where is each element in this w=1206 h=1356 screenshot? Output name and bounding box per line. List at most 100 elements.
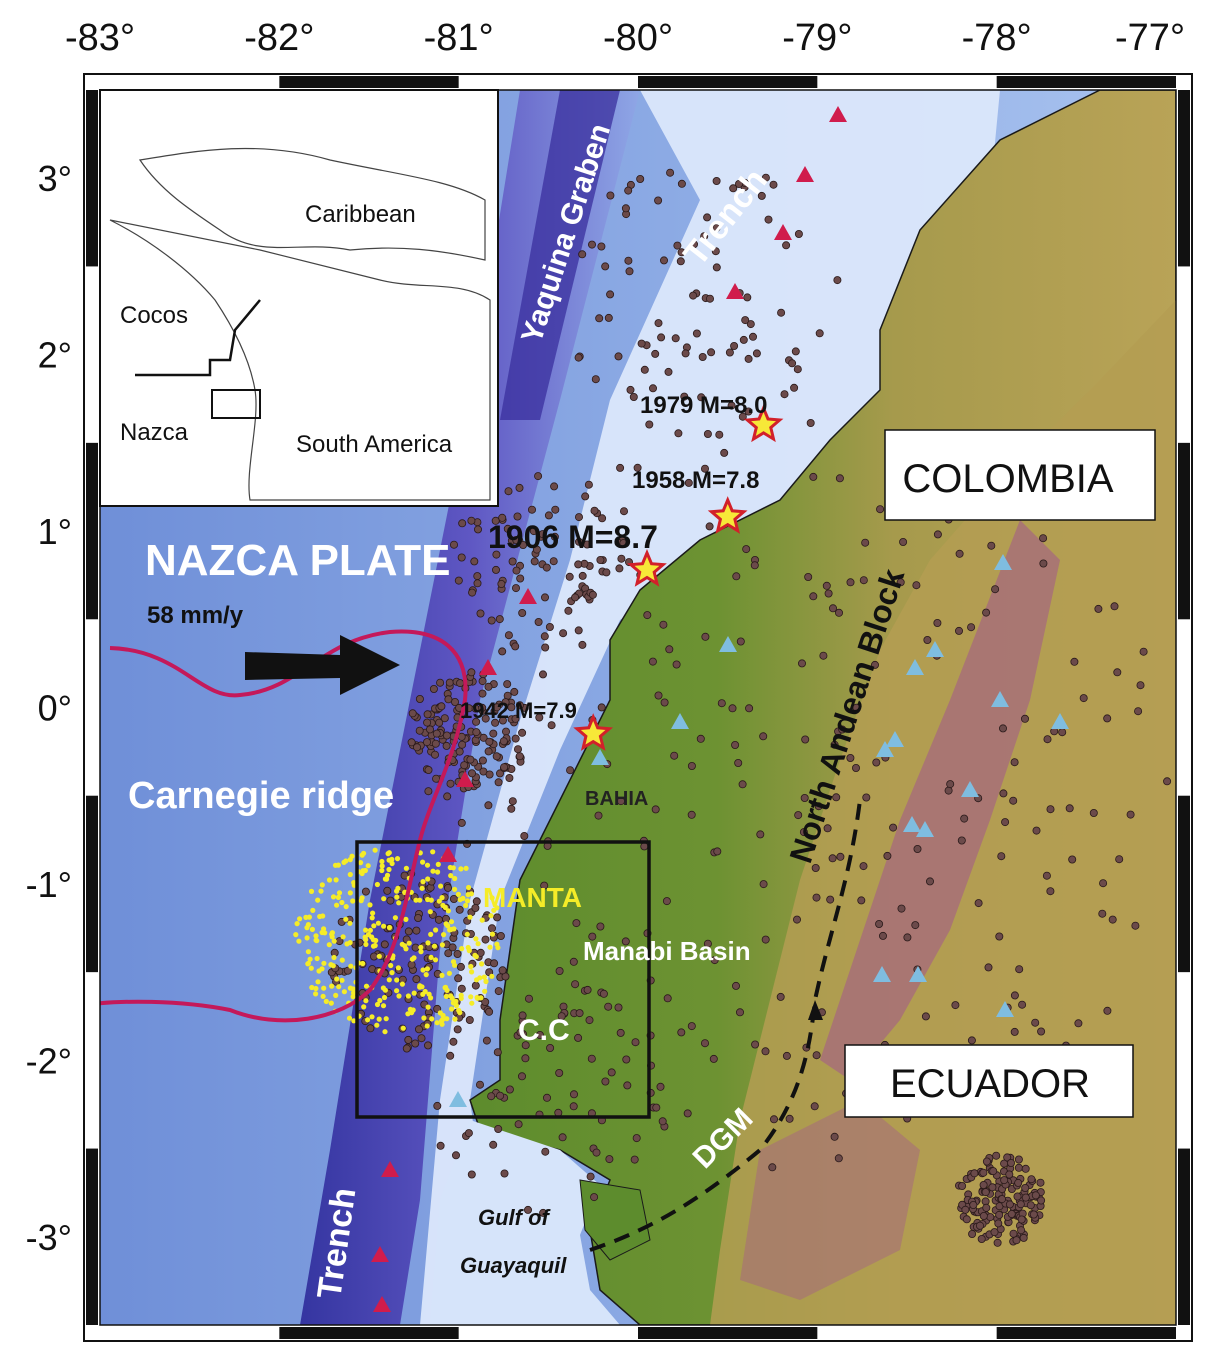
seismic-event-dot [671, 334, 680, 343]
yellow-seismic-dot [333, 877, 339, 883]
seismic-event-dot [705, 522, 714, 531]
seismic-event-dot [750, 561, 759, 570]
yellow-seismic-dot [370, 910, 376, 916]
lon-tick-label: -78° [962, 17, 1032, 59]
yellow-seismic-dot [399, 981, 405, 987]
yellow-seismic-dot [446, 970, 452, 976]
seismic-event-dot [412, 975, 421, 984]
seismic-event-dot [478, 689, 487, 698]
seismic-event-dot [380, 940, 389, 949]
seismic-event-dot [524, 1205, 533, 1214]
seismic-event-dot [551, 505, 560, 514]
puna-island [579, 1179, 651, 1261]
yellow-seismic-dot [434, 1020, 440, 1026]
seismic-event-dot [761, 173, 770, 182]
seismic-event-dot [804, 573, 813, 582]
seismic-event-dot [1021, 1193, 1030, 1202]
yellow-seismic-dot [331, 954, 337, 961]
seismic-event-dot [703, 213, 712, 222]
seismic-event-dot [541, 643, 550, 652]
seismic-event-dot [951, 1001, 960, 1010]
seismic-event-dot [503, 524, 512, 533]
yellow-seismic-dot [439, 972, 445, 979]
yellow-seismic-dot [420, 991, 426, 997]
seismic-event-dot [785, 1114, 794, 1123]
seismic-event-dot [819, 651, 828, 660]
yellow-seismic-dot [376, 953, 382, 959]
seismic-event-dot [1000, 1176, 1009, 1185]
seismic-event-dot [500, 763, 509, 772]
earthquake-star-icon [743, 404, 784, 443]
seismic-event-dot [967, 623, 976, 632]
frame-segment [996, 1327, 1176, 1339]
inset-nazca-label: Nazca [120, 419, 189, 446]
seismic-event-dot [846, 578, 855, 587]
seismic-event-dot [581, 492, 590, 501]
seismic-event-dot [473, 572, 482, 581]
frame-segment [1178, 795, 1190, 973]
seismic-event-dot [519, 541, 528, 550]
seismic-event-dot [494, 1125, 503, 1134]
seismic-event-dot [622, 1055, 631, 1064]
yellow-seismic-dot [420, 967, 426, 973]
yellow-seismic-dot [464, 931, 470, 937]
seismic-event-dot [575, 537, 584, 546]
seismic-event-dot [735, 179, 744, 188]
rate-label: 58 mm/y [147, 602, 244, 629]
seismic-event-dot [822, 581, 831, 590]
volcano-icon [991, 691, 1009, 707]
seismic-event-dot [1026, 1201, 1035, 1210]
yellow-seismic-dot [417, 983, 423, 989]
lat-tick-label: 2° [38, 335, 72, 376]
seismic-event-dot [955, 549, 964, 558]
seismic-event-dot [981, 1188, 990, 1197]
yellow-seismic-dot [379, 863, 385, 869]
seismic-event-dot [738, 780, 747, 789]
yellow-seismic-dot [405, 993, 411, 999]
yellow-seismic-dot [420, 859, 426, 865]
seismic-event-dot [979, 1168, 988, 1177]
seismic-event-dot [889, 823, 898, 832]
yellow-seismic-dot [386, 924, 393, 931]
seismic-event-dot [957, 836, 966, 845]
seismic-event-dot [606, 290, 615, 299]
frame-segment [86, 442, 98, 620]
yellow-seismic-dot [381, 896, 387, 902]
seismic-event-dot [707, 348, 716, 357]
seismic-event-dot [1103, 714, 1112, 723]
seismic-event-dot [677, 248, 686, 257]
seismic-event-dot [494, 778, 503, 787]
seismic-event-dot [448, 943, 457, 952]
inset-plate-boundary [135, 299, 261, 377]
seismic-event-dot [829, 604, 838, 613]
yellow-seismic-dot [450, 865, 456, 871]
seismic-event-dot [727, 401, 736, 410]
yellow-seismic-dot [427, 909, 433, 915]
seismic-event-dot [660, 698, 669, 707]
seismic-event-dot [666, 168, 675, 177]
seismic-event-dot [599, 989, 608, 998]
seismic-event-dot [913, 845, 922, 854]
seismic-event-dot [879, 931, 888, 940]
frame-segment [279, 76, 459, 88]
seismic-event-dot [1018, 1000, 1027, 1009]
seismic-event-dot [815, 329, 824, 338]
seismic-event-dot [1031, 1191, 1040, 1200]
seismic-event-dot [402, 1044, 411, 1053]
yellow-seismic-dot [382, 1029, 388, 1035]
seismic-event-dot [1029, 1210, 1038, 1219]
volcano-icon [829, 106, 847, 122]
seismic-event-dot [604, 1002, 613, 1011]
seismic-event-dot [412, 743, 421, 752]
dgm-arrow-head [808, 1000, 823, 1020]
seismic-event-dot [545, 623, 554, 632]
seismic-event-dot [586, 1172, 595, 1181]
yellow-seismic-dot [394, 856, 401, 862]
seismic-event-dot [676, 257, 685, 266]
seismic-event-dot [458, 519, 467, 528]
yellow-seismic-dot [365, 932, 372, 938]
seismic-event-dot [709, 1054, 718, 1063]
seismic-event-dot [780, 390, 789, 399]
seismic-event-dot [487, 924, 496, 933]
frame-segment [1178, 1148, 1190, 1325]
